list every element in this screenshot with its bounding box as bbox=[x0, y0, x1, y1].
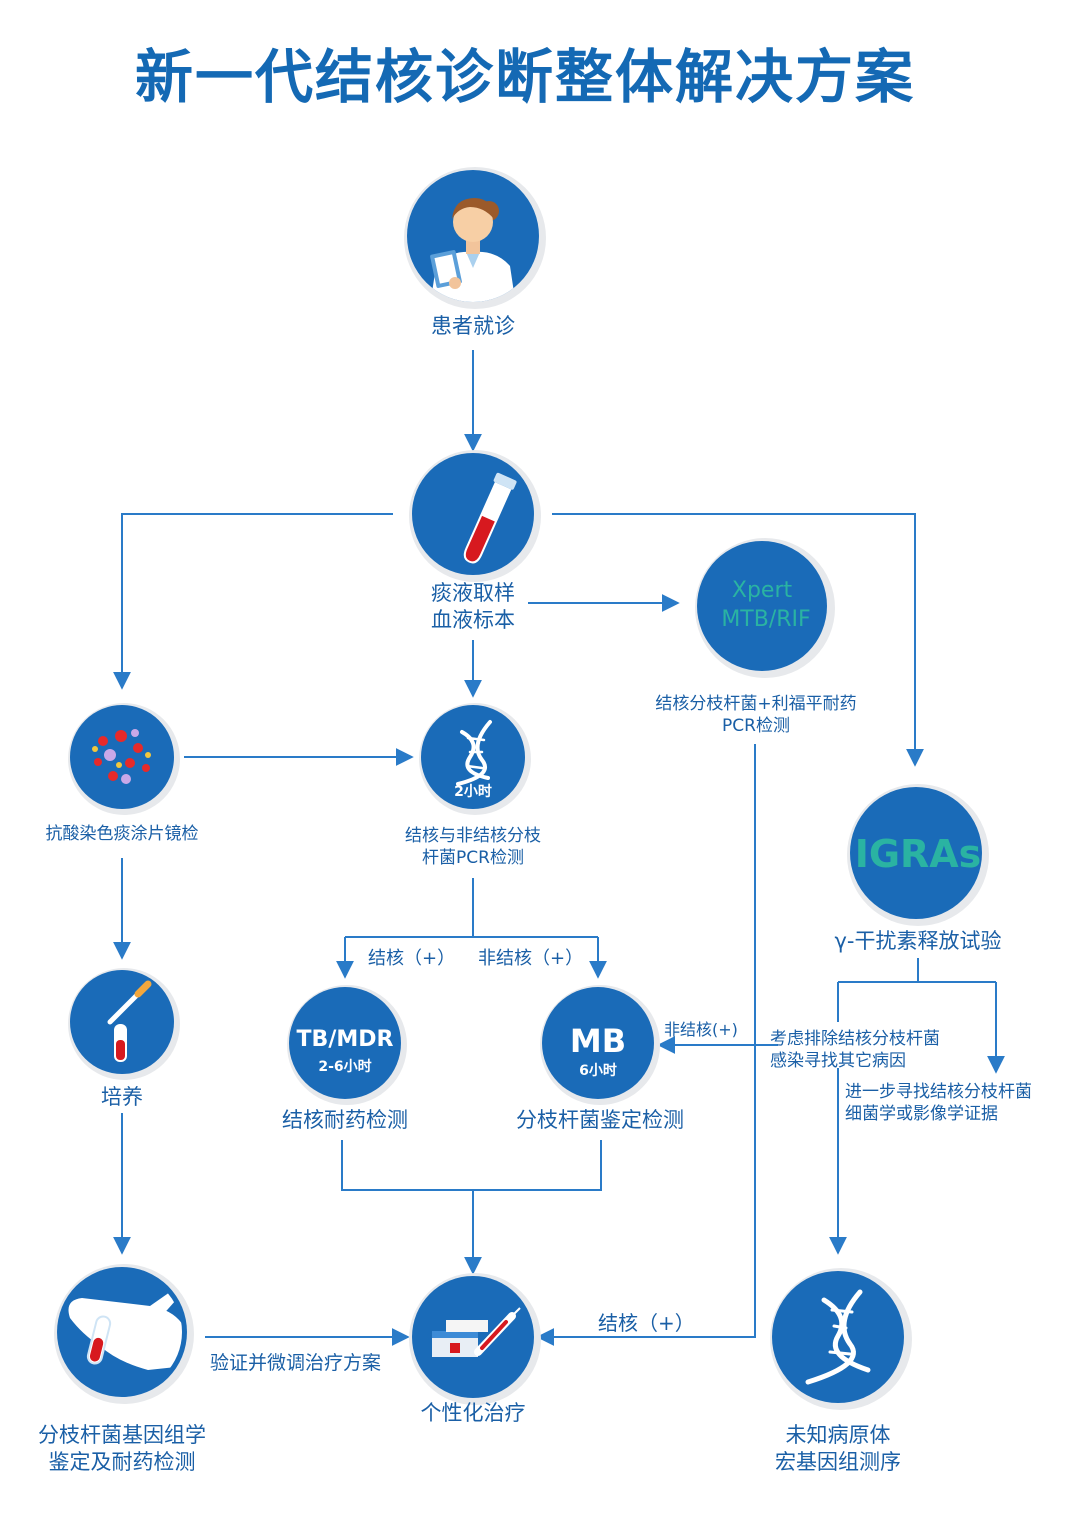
test-tube-icon bbox=[463, 472, 517, 564]
further-label-line-2: 细菌学或影像学证据 bbox=[845, 1104, 998, 1125]
mb-node: MB 6小时 bbox=[540, 985, 660, 1105]
page-title: 新一代结核诊断整体解决方案 bbox=[134, 43, 915, 111]
consider-label: 考虑排除结核分枝杆菌 感染寻找其它病因 bbox=[770, 1028, 990, 1072]
xpert-label-line-2: PCR检测 bbox=[722, 716, 790, 737]
edge-sample-to-smear bbox=[113, 513, 393, 690]
smear-label: 抗酸染色痰涂片镜检 bbox=[45, 824, 199, 844]
unknown-label-line-2: 宏基因组测序 bbox=[775, 1450, 901, 1475]
edge-label-tb-positive-bottom: 结核（+） bbox=[598, 1311, 695, 1335]
edge-label-ntm-positive-right: 非结核(+) bbox=[664, 1020, 738, 1039]
xpert-circle-line-1: Xpert bbox=[732, 578, 793, 603]
edge-label-ntm-positive: 非结核（+） bbox=[478, 948, 584, 969]
edge-sample-to-igras bbox=[552, 513, 924, 767]
mb-label: 分枝杆菌鉴定检测 bbox=[516, 1108, 684, 1132]
mb-circle-sub: 6小时 bbox=[579, 1062, 617, 1079]
edge-label-verify: 验证并微调治疗方案 bbox=[210, 1352, 382, 1374]
consider-label-line-2: 感染寻找其它病因 bbox=[770, 1051, 906, 1072]
connectors bbox=[113, 350, 1005, 1346]
tbmdr-node: TB/MDR 2-6小时 bbox=[287, 985, 407, 1105]
tbmdr-label: 结核耐药检测 bbox=[282, 1108, 408, 1132]
sample-node bbox=[409, 450, 541, 582]
pcr-label-line-2: 杆菌PCR检测 bbox=[422, 848, 524, 869]
sample-label-line-2: 血液标本 bbox=[431, 608, 515, 633]
sample-label-line-1: 痰液取样 bbox=[431, 581, 515, 605]
xpert-label-line-1: 结核分枝杆菌+利福平耐药 bbox=[655, 694, 857, 714]
consider-label-line-1: 考虑排除结核分枝杆菌 bbox=[770, 1029, 940, 1049]
unknown-label: 未知病原体 宏基因组测序 bbox=[738, 1422, 938, 1477]
further-label: 进一步寻找结核分枝杆菌 细菌学或影像学证据 bbox=[845, 1081, 1075, 1125]
treatment-node bbox=[409, 1273, 541, 1405]
sample-label: 痰液取样 血液标本 bbox=[373, 580, 573, 635]
xpert-node: Xpert MTB/RIF bbox=[695, 538, 835, 678]
genomics-label-line-2: 鉴定及耐药检测 bbox=[48, 1450, 196, 1475]
pcr-node: 2小时 bbox=[419, 703, 531, 815]
genomics-label-line-1: 分枝杆菌基因组学 bbox=[38, 1423, 206, 1447]
edge-xpert-to-treatment bbox=[536, 744, 756, 1346]
further-label-line-1: 进一步寻找结核分枝杆菌 bbox=[845, 1082, 1032, 1102]
patient-label: 患者就诊 bbox=[431, 314, 515, 338]
pcr-label: 结核与非结核分枝 杆菌PCR检测 bbox=[363, 825, 583, 869]
culture-node bbox=[68, 968, 180, 1080]
genomics-node bbox=[54, 1264, 194, 1404]
medicine-icon bbox=[432, 1307, 521, 1357]
edge-label-tb-positive: 结核（+） bbox=[368, 948, 456, 969]
dna-icon bbox=[805, 1289, 871, 1385]
genomics-label: 分枝杆菌基因组学 鉴定及耐药检测 bbox=[12, 1422, 232, 1477]
tbmdr-circle-title: TB/MDR bbox=[297, 1027, 394, 1052]
unknown-node bbox=[770, 1268, 912, 1410]
igras-node: IGRAs bbox=[847, 784, 989, 926]
unknown-label-line-1: 未知病原体 bbox=[785, 1423, 891, 1447]
mb-circle-title: MB bbox=[570, 1022, 626, 1060]
dna-icon bbox=[456, 720, 492, 786]
pipette-icon bbox=[107, 980, 152, 1062]
igras-circle-text: IGRAs bbox=[855, 832, 982, 876]
smear-node bbox=[68, 703, 180, 815]
pcr-label-line-1: 结核与非结核分枝 bbox=[405, 826, 541, 846]
doctor-icon bbox=[430, 198, 516, 302]
patient-node bbox=[404, 167, 546, 309]
pcr-time: 2小时 bbox=[454, 783, 492, 800]
glove-icon bbox=[68, 1292, 182, 1370]
edge-merge bbox=[341, 1140, 602, 1273]
igras-label: γ-干扰素释放试验 bbox=[834, 929, 1002, 953]
treatment-label: 个性化治疗 bbox=[420, 1401, 526, 1425]
xpert-label: 结核分枝杆菌+利福平耐药 PCR检测 bbox=[616, 693, 896, 737]
edge-igras-split bbox=[838, 958, 996, 983]
culture-label: 培养 bbox=[101, 1085, 143, 1109]
edge-pcr-split bbox=[345, 878, 598, 938]
xpert-circle-line-2: MTB/RIF bbox=[721, 607, 810, 632]
bacteria-icon bbox=[92, 729, 151, 784]
tbmdr-circle-sub: 2-6小时 bbox=[318, 1058, 371, 1075]
